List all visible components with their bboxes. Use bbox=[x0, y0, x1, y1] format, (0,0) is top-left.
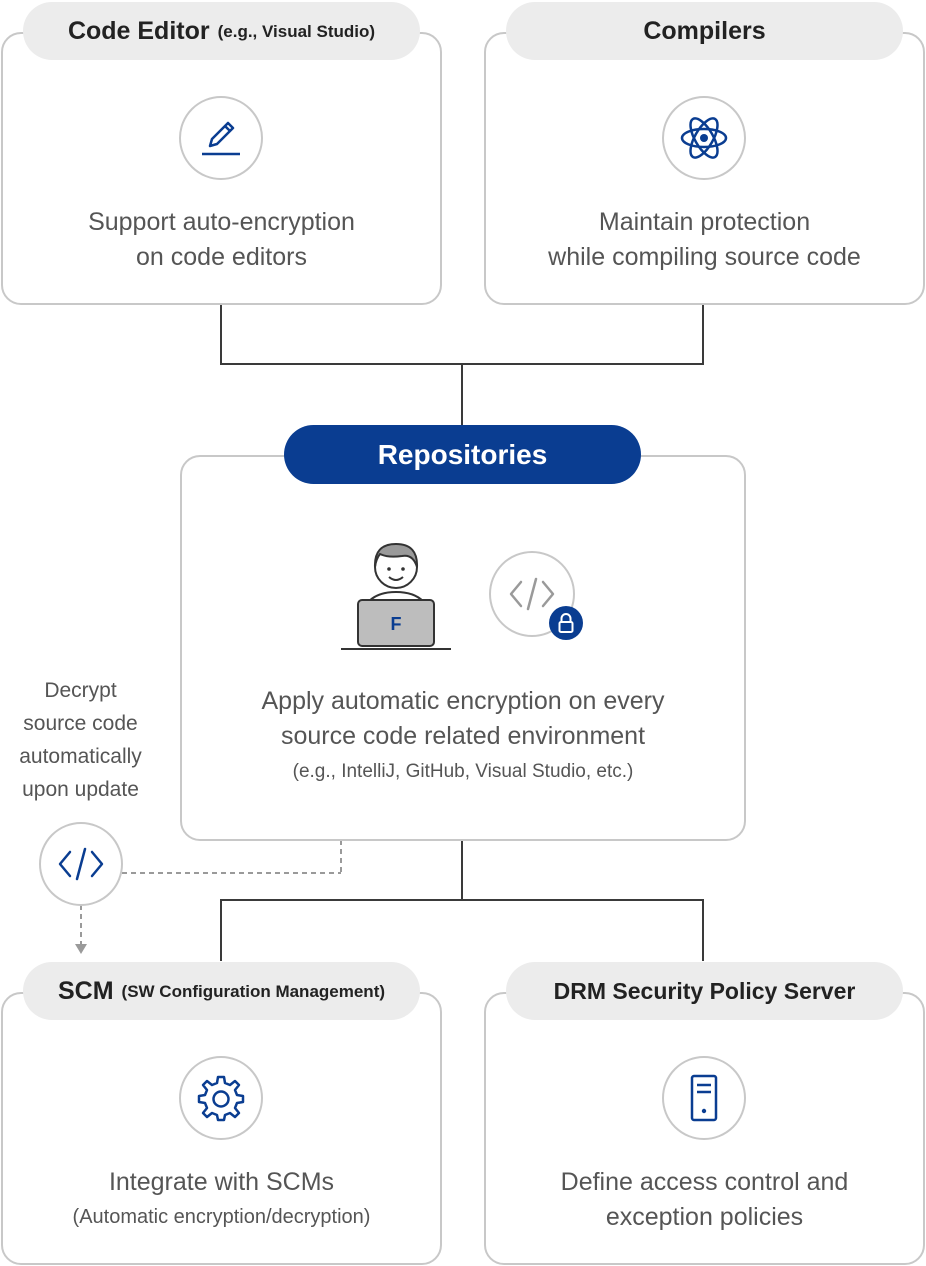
connector-line bbox=[220, 899, 222, 961]
drm-title-pill: DRM Security Policy Server bbox=[506, 962, 903, 1020]
code-editor-line: on code editors bbox=[136, 243, 307, 271]
drm-description: Define access control and exception poli… bbox=[484, 1165, 925, 1235]
compilers-title-pill: Compilers bbox=[506, 2, 903, 60]
compilers-line: Maintain protection bbox=[598, 208, 811, 236]
scm-title: SCM bbox=[57, 976, 114, 1005]
repositories-description: Apply automatic encryption on every sour… bbox=[180, 684, 746, 789]
laptop-letter: F bbox=[391, 614, 402, 634]
repositories-line: source code related environment bbox=[280, 722, 646, 750]
pencil-icon bbox=[179, 96, 263, 180]
developer-avatar-icon: F bbox=[341, 542, 451, 650]
compilers-title: Compilers bbox=[643, 16, 766, 45]
decrypt-note: Decrypt source code automatically upon u… bbox=[0, 674, 161, 806]
decrypt-note-line: source code bbox=[23, 712, 138, 735]
code-editor-title-pill: Code Editor (e.g., Visual Studio) bbox=[23, 2, 420, 60]
code-icon bbox=[39, 822, 123, 906]
atom-icon bbox=[662, 96, 746, 180]
code-editor-description: Support auto-encryption on code editors bbox=[1, 205, 442, 275]
compilers-description: Maintain protection while compiling sour… bbox=[484, 205, 925, 275]
repositories-card bbox=[180, 455, 746, 841]
server-icon bbox=[662, 1056, 746, 1140]
compilers-line: while compiling source code bbox=[548, 243, 861, 271]
code-editor-title: Code Editor bbox=[67, 16, 210, 45]
drm-line: Define access control and bbox=[560, 1168, 849, 1196]
scm-title-pill: SCM (SW Configuration Management) bbox=[23, 962, 420, 1020]
scm-description: Integrate with SCMs (Automatic encryptio… bbox=[1, 1165, 442, 1235]
connector-line bbox=[220, 303, 222, 365]
drm-line: exception policies bbox=[605, 1203, 804, 1231]
connector-line bbox=[461, 840, 463, 900]
gear-icon bbox=[179, 1056, 263, 1140]
code-editor-line: Support auto-encryption bbox=[88, 208, 355, 236]
repositories-title: Repositories bbox=[377, 438, 548, 470]
connector-line bbox=[461, 363, 463, 427]
repositories-line: Apply automatic encryption on every bbox=[261, 687, 665, 715]
decrypt-note-line: Decrypt bbox=[44, 679, 117, 702]
connector-line bbox=[702, 899, 704, 961]
repositories-example-line: (e.g., IntelliJ, GitHub, Visual Studio, … bbox=[292, 761, 634, 782]
lock-icon bbox=[549, 606, 583, 640]
connector-line bbox=[220, 899, 704, 901]
decrypt-note-line: upon update bbox=[22, 778, 139, 801]
scm-line: Integrate with SCMs bbox=[108, 1168, 335, 1196]
connector-line bbox=[702, 303, 704, 365]
scm-line: (Automatic encryption/decryption) bbox=[72, 1206, 371, 1228]
repositories-title-pill: Repositories bbox=[284, 425, 641, 484]
drm-title: DRM Security Policy Server bbox=[553, 977, 856, 1004]
decrypt-note-line: automatically bbox=[19, 745, 142, 768]
scm-subtitle: (SW Configuration Management) bbox=[121, 982, 386, 1001]
code-editor-subtitle: (e.g., Visual Studio) bbox=[217, 22, 376, 41]
